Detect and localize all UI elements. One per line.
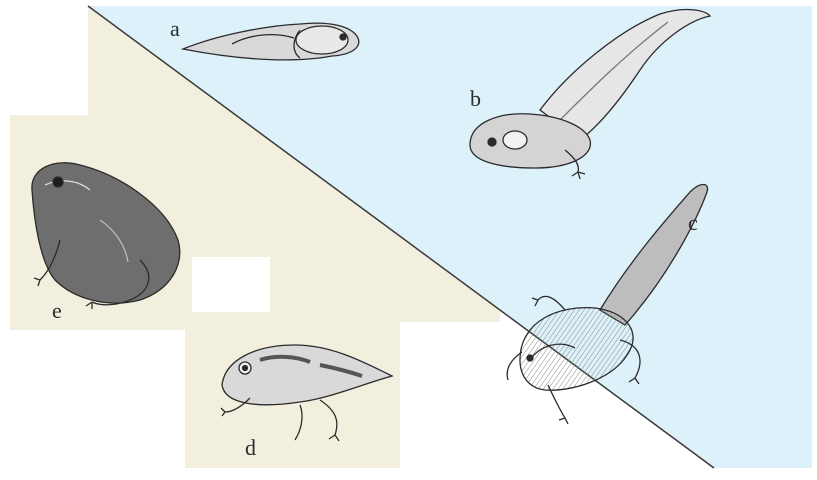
stage-label-d: d — [245, 437, 256, 459]
blank-box-small — [192, 257, 270, 312]
stage-label-b: b — [470, 88, 481, 110]
stage-label-a: a — [170, 18, 180, 40]
stage-label-e: e — [52, 300, 62, 322]
stage-label-c: c — [688, 212, 698, 234]
